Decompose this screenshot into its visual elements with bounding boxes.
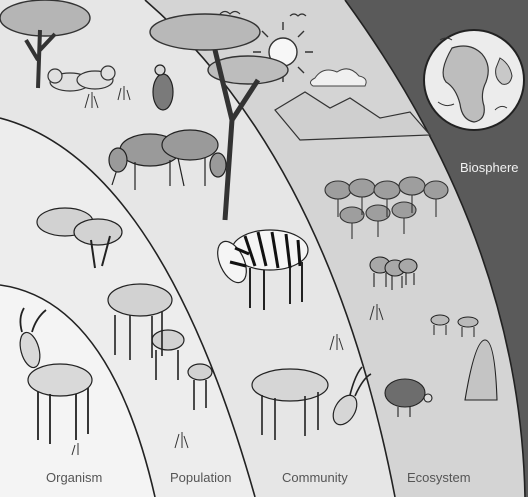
earth-globe — [424, 30, 524, 130]
label-community: Community — [282, 470, 348, 485]
label-ecosystem: Ecosystem — [407, 470, 471, 485]
label-population: Population — [170, 470, 231, 485]
label-biosphere: Biosphere — [460, 160, 519, 175]
label-organism: Organism — [46, 470, 102, 485]
